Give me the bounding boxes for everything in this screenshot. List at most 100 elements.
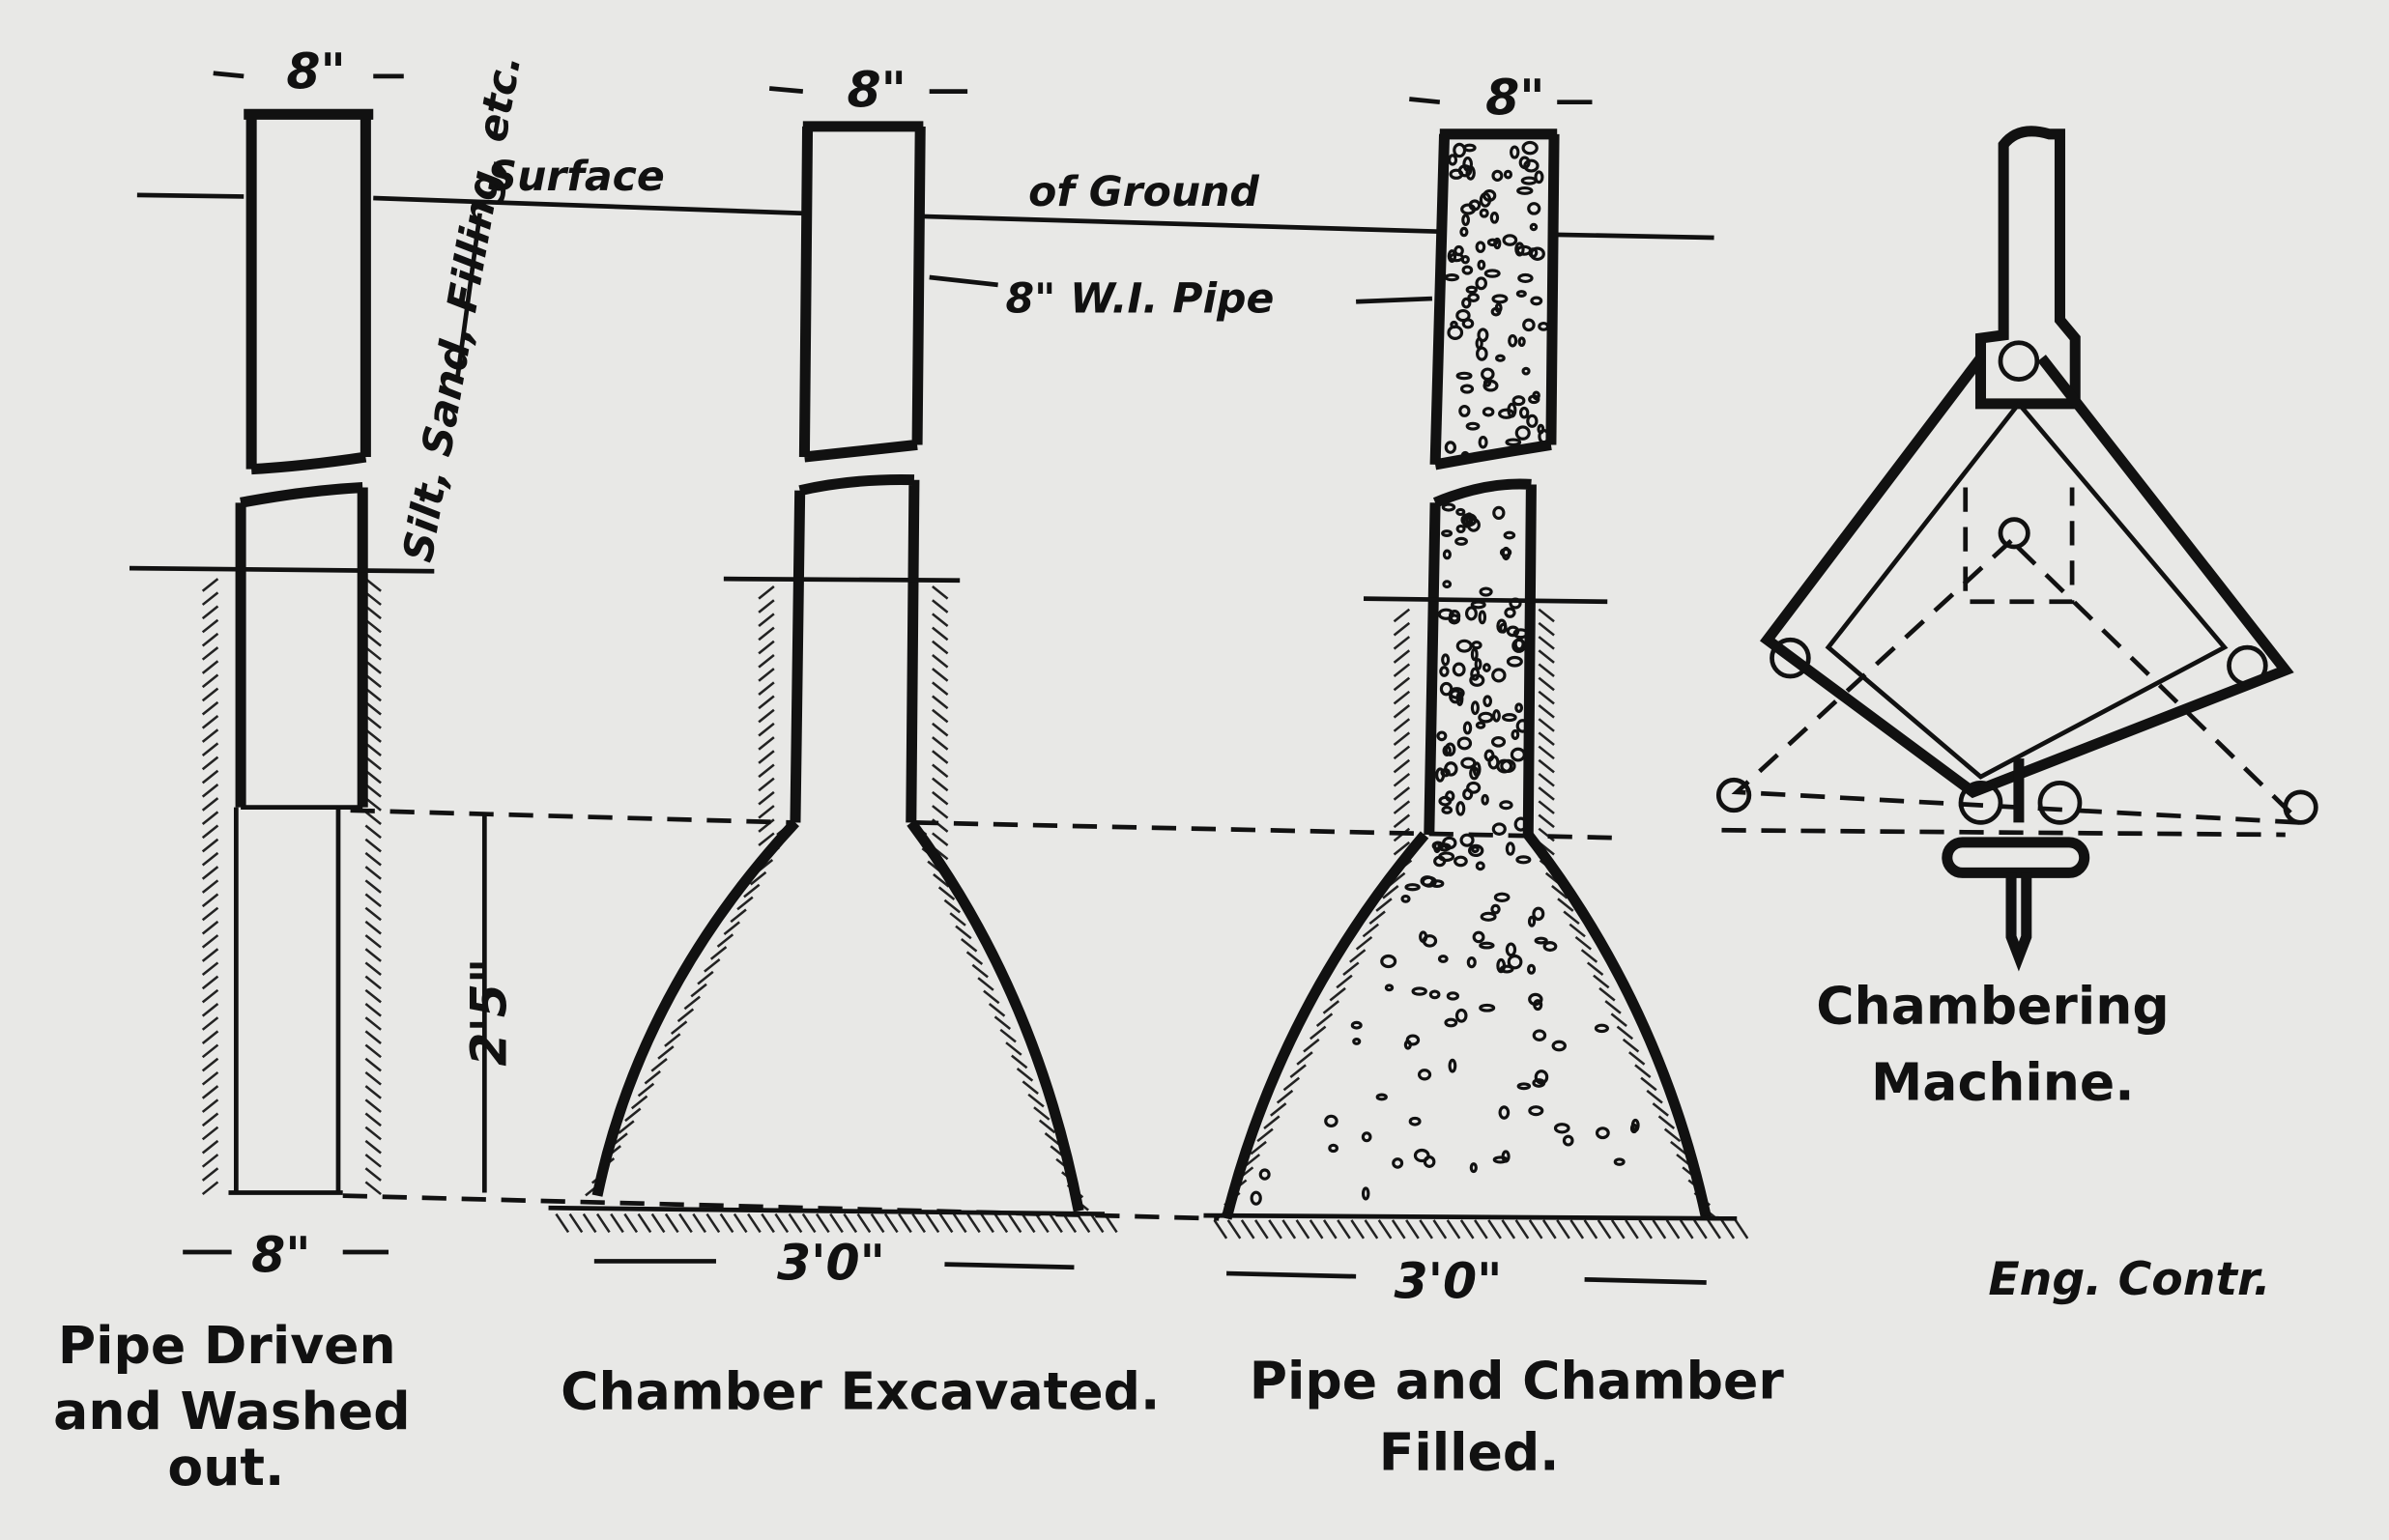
concrete-speckle [1447,249,1457,264]
concrete-speckle [1491,169,1504,182]
concrete-speckle [1441,529,1454,537]
concrete-speckle [1515,290,1527,298]
caption-pipe-driven: Pipe Driven and Washed out. [53,1315,410,1497]
concrete-speckle [1499,547,1512,557]
concrete-speckle [1510,747,1526,762]
concrete-speckle [1532,1078,1546,1088]
dimension-arrows [213,71,404,79]
caption-line: Pipe Driven [58,1315,396,1376]
concrete-speckle [1510,145,1520,159]
caption-pipe-chamber-filled: Pipe and Chamber Filled. [1250,1350,1785,1482]
concrete-speckle [1514,702,1524,714]
concrete-speckle [1482,379,1499,392]
concrete-speckle [1505,841,1515,856]
concrete-speckle [1404,883,1421,892]
pipe2-top-width: 8" [848,61,907,118]
concrete-speckle [1481,367,1495,382]
concrete-speckle [1482,663,1491,672]
concrete-speckle [1481,793,1489,806]
concrete-speckle [1454,536,1468,546]
concrete-speckle [1460,203,1477,215]
concrete-speckle [1455,524,1466,534]
concrete-speckle [1441,502,1456,512]
concrete-speckle [1455,801,1466,816]
concrete-speckle [1538,429,1550,444]
concrete-speckle [1464,606,1478,621]
concrete-speckle [1490,903,1501,915]
concrete-speckle [1438,851,1455,863]
concrete-speckle [1469,1162,1478,1174]
concrete-speckle [1258,1168,1271,1181]
concrete-speckle [1516,186,1534,195]
concrete-speckle [1514,242,1525,257]
concrete-speckle [1423,1155,1436,1168]
pipe-label-arrow [1356,296,1433,304]
concrete-speckle [1491,822,1507,836]
concrete-speckle [1526,414,1539,428]
concrete-speckle [1479,1003,1496,1012]
concrete-speckle [1532,906,1545,922]
concrete-speckle [1503,169,1513,180]
concrete-speckle [1507,402,1517,418]
concrete-speckle [1437,955,1449,963]
concrete-speckle [1462,787,1474,801]
concrete-speckle [1448,1058,1457,1073]
concrete-speckle [1380,954,1397,969]
concrete-speckle [1498,1105,1511,1120]
concrete-speckle [1494,302,1503,314]
concrete-speckle [1504,607,1516,618]
concrete-speckle [1470,845,1480,854]
concrete-speckle [1529,222,1539,232]
concrete-speckle [1527,202,1541,215]
concrete-speckle [1470,647,1479,662]
concrete-speckle [1512,628,1529,640]
concrete-speckle [1460,450,1470,461]
concrete-speckle [1444,441,1457,454]
concrete-speckle [1392,1157,1404,1169]
concrete-speckle [1324,1114,1338,1128]
chamber2-width: 3'0" [777,1234,885,1291]
concrete-speckle [1455,639,1473,653]
concrete-speckle [1514,425,1531,441]
concrete-speckle [1507,954,1523,970]
concrete-speckle [1441,653,1451,667]
concrete-speckle [1460,756,1477,769]
concrete-speckle [1542,941,1558,953]
concrete-speckle [1499,800,1513,811]
soil-hatching [201,578,1749,1240]
dimension-arrows [1409,97,1593,105]
concrete-speckle [1493,892,1511,903]
pipe-and-chamber-filled [1203,128,1738,1221]
concrete-speckle [1461,297,1472,309]
concrete-speckle [1465,421,1481,431]
concrete-speckle [1445,790,1455,802]
concrete-speckle [1456,736,1473,751]
concrete-speckle [1479,192,1492,208]
concrete-speckle [1478,435,1488,449]
concrete-speckle [1413,1148,1430,1163]
concrete-speckle [1250,1190,1262,1206]
concrete-speckle [1440,767,1451,778]
concrete-speckle [1493,237,1502,250]
concrete-speckle [1419,930,1428,943]
concrete-speckle [1482,407,1495,417]
concrete-speckle [1465,165,1476,181]
concrete-speckle [1532,1029,1547,1041]
concrete-speckle [1466,517,1481,532]
concrete-speckle [1492,505,1506,520]
concrete-speckle [1328,1143,1338,1154]
concrete-speckle [1479,941,1495,950]
concrete-speckle [1553,1123,1570,1134]
concrete-speckle [1441,806,1454,814]
concrete-speckle [1454,1008,1468,1023]
concrete-speckle [1428,989,1441,1000]
concrete-speckle [1466,781,1482,794]
concrete-speckle [1533,999,1543,1012]
concrete-speckle [1528,1105,1544,1117]
caption-chambering-machine: Chambering Machine. [1816,975,2170,1112]
concrete-speckle [1477,259,1486,271]
concrete-speckle [1442,549,1452,560]
concrete-speckle [1516,1082,1532,1091]
concrete-speckle [1503,530,1516,540]
